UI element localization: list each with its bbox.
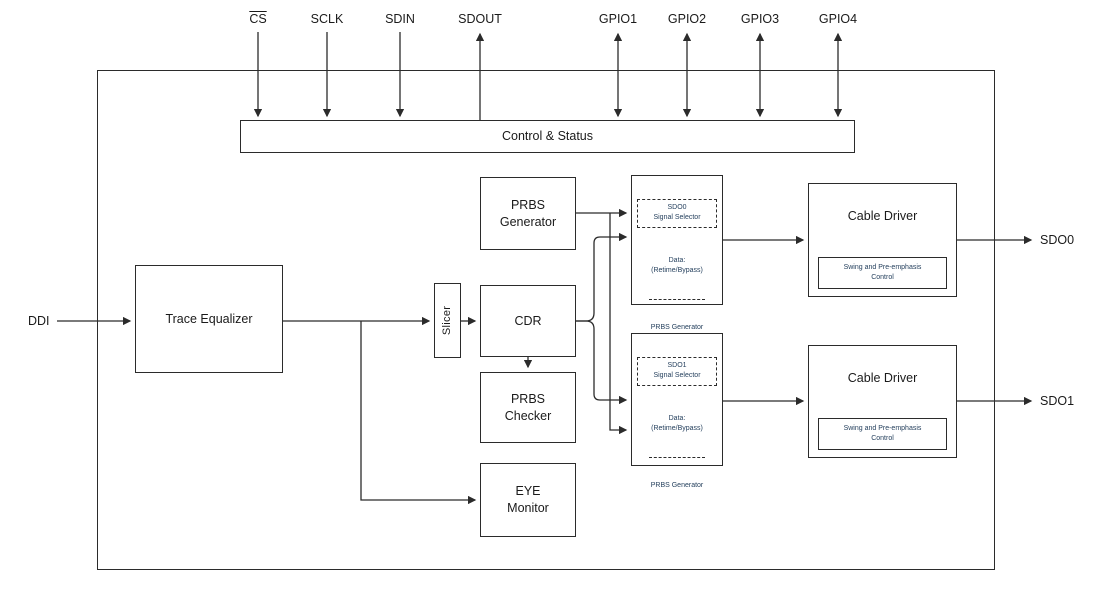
block-cdr: CDR [480, 285, 576, 357]
pin-label-gpio2: GPIO2 [667, 12, 707, 26]
pin-label-sdin: SDIN [385, 12, 415, 26]
block-cable-driver-0: Cable Driver Swing and Pre-emphasis Cont… [808, 183, 957, 297]
sdo0-data-label: Data: (Retime/Bypass) [651, 256, 703, 274]
port-label-sdo0: SDO0 [1040, 233, 1075, 247]
eye-monitor-label: EYE Monitor [507, 484, 549, 515]
sdo1-prbs-label: PRBS Generator [650, 481, 704, 489]
cable-driver-1-label: Cable Driver [847, 370, 918, 385]
pin-label-sdout: SDOUT [458, 12, 502, 26]
pin-label-sclk: SCLK [310, 12, 344, 26]
trace-equalizer-label: Trace Equalizer [165, 311, 253, 326]
block-prbs-checker: PRBS Checker [480, 372, 576, 443]
prbs-checker-label: PRBS Checker [504, 391, 552, 423]
sdo0-dashed-divider [649, 298, 705, 300]
chip-boundary [97, 70, 995, 570]
block-prbs-generator: PRBS Generator [480, 177, 576, 250]
pin-label-gpio4: GPIO4 [818, 12, 858, 26]
pin-label-cs: CS [249, 12, 266, 26]
slicer-label: Slicer [441, 305, 454, 336]
sdo0-selector-header: SDO0 Signal Selector [637, 198, 717, 228]
cs-label: CS [249, 12, 267, 26]
block-sdo1-signal-selector: SDO1 Signal Selector Data: (Retime/Bypas… [631, 333, 723, 489]
swing-preemphasis-control-1: Swing and Pre-emphasis Control [818, 418, 947, 450]
swing-preemphasis-control-0: Swing and Pre-emphasis Control [818, 257, 947, 289]
sdo0-prbs-label: PRBS Generator [650, 323, 704, 331]
block-slicer: Slicer [434, 283, 461, 358]
sdo1-dashed-divider [649, 456, 705, 458]
pin-label-gpio1: GPIO1 [598, 12, 638, 26]
sdo1-data-label: Data: (Retime/Bypass) [651, 414, 703, 432]
prbs-generator-label: PRBS Generator [499, 197, 557, 229]
cable-driver-0-label: Cable Driver [847, 208, 918, 223]
block-eye-monitor: EYE Monitor [480, 463, 576, 537]
block-control-status: Control & Status [240, 120, 855, 153]
port-label-sdo1: SDO1 [1040, 394, 1075, 408]
port-label-ddi: DDI [28, 314, 50, 328]
block-trace-equalizer: Trace Equalizer [135, 265, 283, 373]
control-status-label: Control & Status [501, 129, 593, 144]
block-cable-driver-1: Cable Driver Swing and Pre-emphasis Cont… [808, 345, 957, 458]
pin-label-gpio3: GPIO3 [740, 12, 780, 26]
sdo1-selector-header: SDO1 Signal Selector [637, 356, 717, 386]
block-sdo0-signal-selector: SDO0 Signal Selector Data: (Retime/Bypas… [631, 175, 723, 331]
cdr-label: CDR [514, 313, 542, 328]
